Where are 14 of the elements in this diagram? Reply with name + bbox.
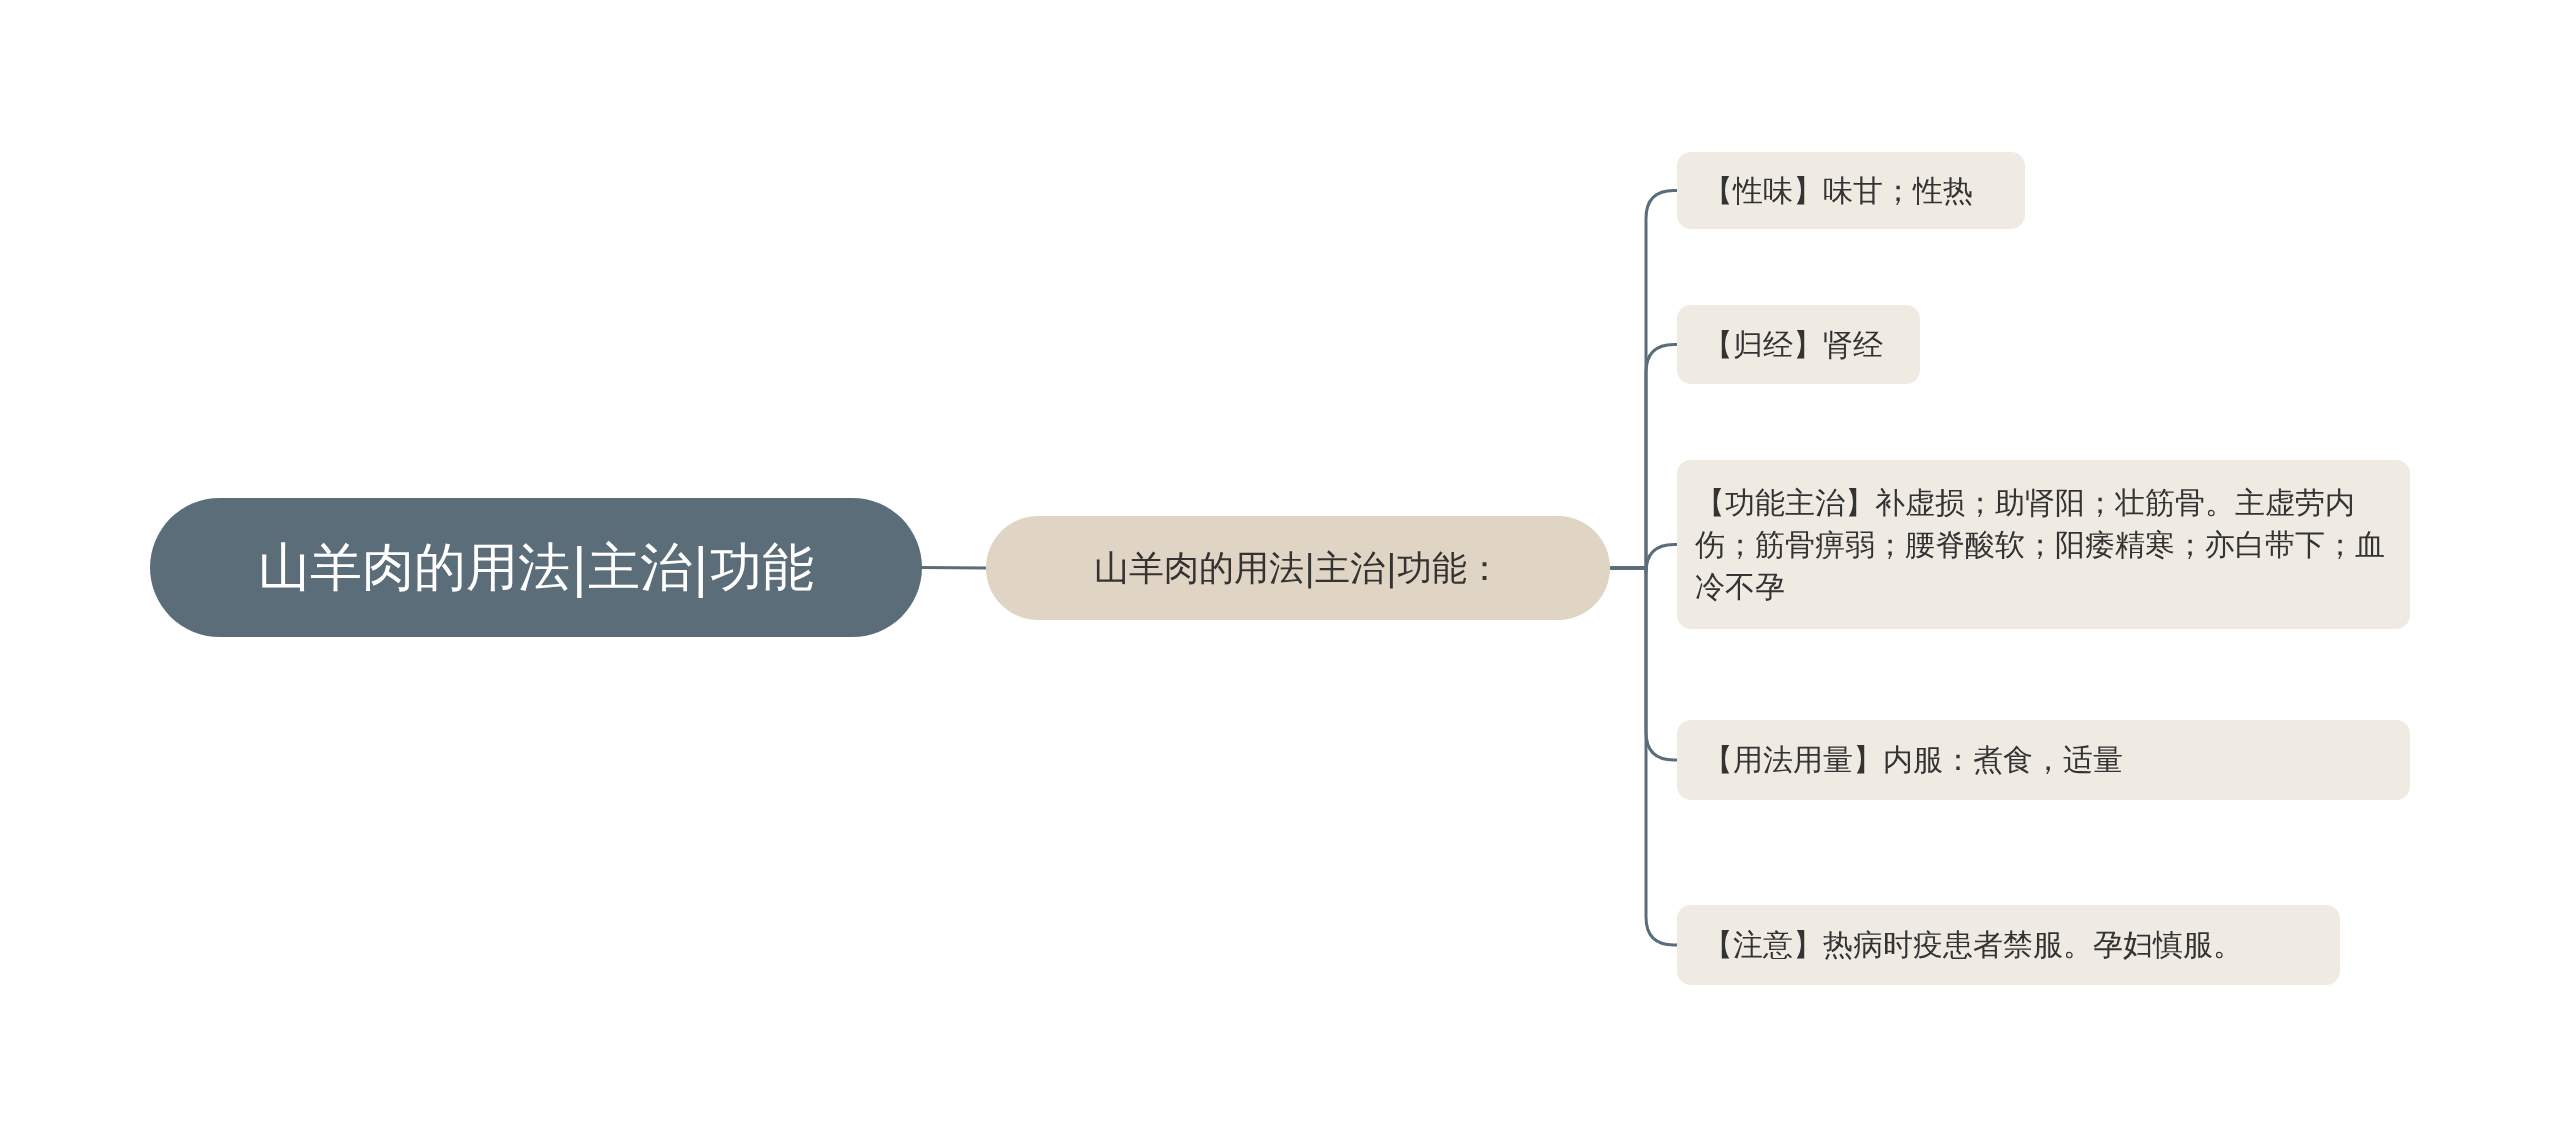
connector-line xyxy=(1610,566,1678,947)
topic-text: 【用法用量】内服：煮食，适量 xyxy=(1703,741,2124,779)
topic-text: 山羊肉的用法|主治|功能： xyxy=(1093,546,1503,591)
leaf-topic xyxy=(1677,152,2025,229)
leaf-topic xyxy=(1677,460,2410,629)
leaf-topic xyxy=(1677,905,2340,985)
leaf-topic xyxy=(1677,305,1920,384)
connector-line xyxy=(922,566,986,570)
topic-text: 【功能主治】补虚损；助肾阳；壮筋骨。主虚劳内伤；筋骨痹弱；腰脊酸软；阳痿精寒；亦白带下；血冷不孕 xyxy=(1695,483,2386,606)
leaf-topic xyxy=(1677,720,2410,800)
topic-text: 山羊肉的用法|主治|功能 xyxy=(258,536,814,600)
topic-text: 【注意】热病时疫患者禁服。孕妇慎服。 xyxy=(1703,926,2244,964)
topic-text: 【性味】味甘；性热 xyxy=(1703,171,1974,210)
topic-text: 【归经】肾经 xyxy=(1703,325,1884,364)
